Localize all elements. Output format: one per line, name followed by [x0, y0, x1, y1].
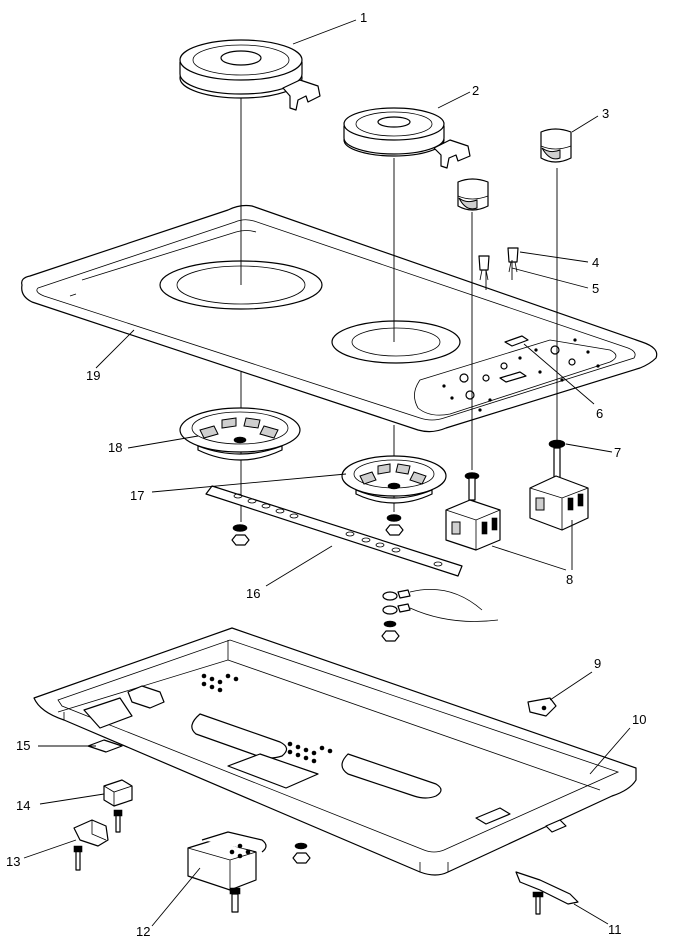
callout-8: 8	[566, 572, 573, 587]
callout-9: 9	[594, 656, 601, 671]
part-17-burner-support	[341, 455, 447, 504]
part-4-5-indicator-lamps	[478, 247, 519, 281]
callout-12: 12	[136, 924, 150, 939]
part-13-bracket	[73, 819, 109, 871]
part-8-energy-regulator	[445, 447, 589, 551]
callout-19: 19	[86, 368, 100, 383]
part-19-cooktop-top	[21, 204, 658, 433]
part-14-connector	[103, 779, 133, 833]
callout-6: 6	[596, 406, 603, 421]
callout-4: 4	[592, 255, 599, 270]
callout-7: 7	[614, 445, 621, 460]
part-3-control-knob	[457, 128, 572, 211]
callout-5: 5	[592, 281, 599, 296]
part-10-bottom-housing	[33, 627, 637, 876]
callout-17: 17	[130, 488, 144, 503]
part-2-small-hotplate	[343, 107, 471, 169]
callout-numbers: 1 2 3 4 5 6 7 8 9 10 11 12 13 14 15 16 1…	[6, 10, 646, 939]
nuts-and-washers	[231, 439, 566, 864]
part-12-terminal-block	[187, 831, 267, 913]
callout-11: 11	[608, 922, 622, 937]
callout-16: 16	[246, 586, 260, 601]
part-11-bracket	[515, 871, 579, 915]
callout-2: 2	[472, 83, 479, 98]
callout-14: 14	[16, 798, 30, 813]
part-1-large-hotplate	[179, 39, 321, 111]
part-16-mounting-bar	[205, 485, 463, 577]
callout-15: 15	[16, 738, 30, 753]
callout-3: 3	[602, 106, 609, 121]
callout-13: 13	[6, 854, 20, 869]
callout-leaders	[23, 19, 631, 927]
callout-1: 1	[360, 10, 367, 25]
part-9-clip	[527, 697, 557, 717]
callout-10: 10	[632, 712, 646, 727]
part-18-burner-support	[179, 407, 301, 461]
earth-wire	[382, 589, 499, 622]
part-15-plate	[87, 739, 123, 753]
vent-holes	[201, 673, 333, 764]
callout-18: 18	[108, 440, 122, 455]
